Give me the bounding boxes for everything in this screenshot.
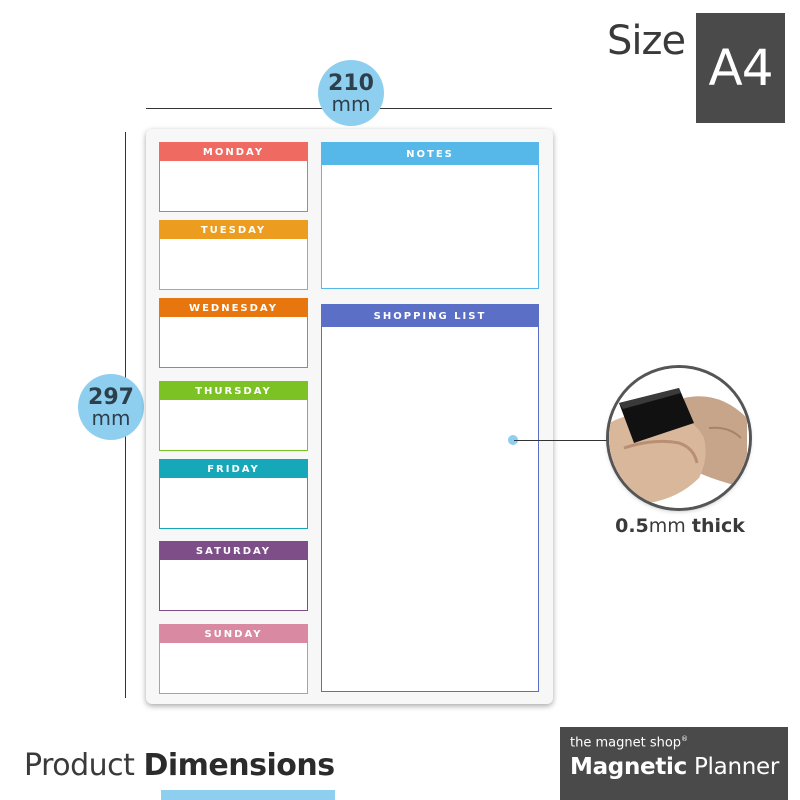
width-unit: mm bbox=[331, 91, 371, 116]
brand-title-bold: Magnetic bbox=[570, 754, 687, 781]
planner-board: MONDAY TUESDAY WEDNESDAY THURSDAY FRIDAY… bbox=[146, 129, 553, 704]
day-box-monday: MONDAY bbox=[159, 142, 308, 212]
callout-dot bbox=[508, 435, 518, 445]
height-badge: 297 mm bbox=[78, 374, 144, 440]
product-dimensions-title: Product Dimensions bbox=[24, 748, 335, 783]
registered-mark: ® bbox=[681, 735, 689, 743]
callout-line bbox=[514, 440, 614, 441]
day-box-friday: FRIDAY bbox=[159, 459, 308, 529]
dimensions-word: Dimensions bbox=[143, 748, 335, 783]
thickness-value: 0.5 bbox=[615, 515, 649, 537]
size-value-badge: A4 bbox=[696, 13, 785, 123]
shopping-list-panel: SHOPPING LIST bbox=[321, 304, 539, 692]
day-header: SUNDAY bbox=[160, 625, 307, 643]
day-header: MONDAY bbox=[160, 143, 307, 161]
notes-header: NOTES bbox=[322, 143, 538, 165]
width-number: 210 bbox=[328, 70, 374, 96]
day-box-thursday: THURSDAY bbox=[159, 381, 308, 451]
shopping-list-header: SHOPPING LIST bbox=[322, 305, 538, 327]
day-box-wednesday: WEDNESDAY bbox=[159, 298, 308, 368]
brand-box: the magnet shop® Magnetic Planner bbox=[560, 727, 788, 800]
day-header: THURSDAY bbox=[160, 382, 307, 400]
day-header: SATURDAY bbox=[160, 542, 307, 560]
brand-shop-text: the magnet shop bbox=[570, 735, 682, 751]
thickness-unit: mm bbox=[648, 515, 686, 537]
day-header: TUESDAY bbox=[160, 221, 307, 239]
title-underline bbox=[161, 790, 335, 800]
product-word: Product bbox=[24, 748, 135, 783]
height-unit: mm bbox=[91, 405, 131, 430]
size-label: Size bbox=[607, 18, 686, 64]
thickness-caption: 0.5mm thick bbox=[600, 515, 760, 537]
width-badge: 210 mm bbox=[318, 60, 384, 126]
day-header: WEDNESDAY bbox=[160, 299, 307, 317]
thickness-word: thick bbox=[691, 515, 745, 537]
thickness-photo bbox=[609, 368, 749, 508]
brand-title-rest: Planner bbox=[693, 754, 779, 781]
day-header: FRIDAY bbox=[160, 460, 307, 478]
day-box-saturday: SATURDAY bbox=[159, 541, 308, 611]
height-number: 297 bbox=[88, 384, 134, 410]
day-box-sunday: SUNDAY bbox=[159, 624, 308, 694]
brand-title: Magnetic Planner bbox=[570, 754, 779, 781]
brand-shop-name: the magnet shop® bbox=[570, 735, 778, 750]
day-box-tuesday: TUESDAY bbox=[159, 220, 308, 290]
notes-panel: NOTES bbox=[321, 142, 539, 289]
